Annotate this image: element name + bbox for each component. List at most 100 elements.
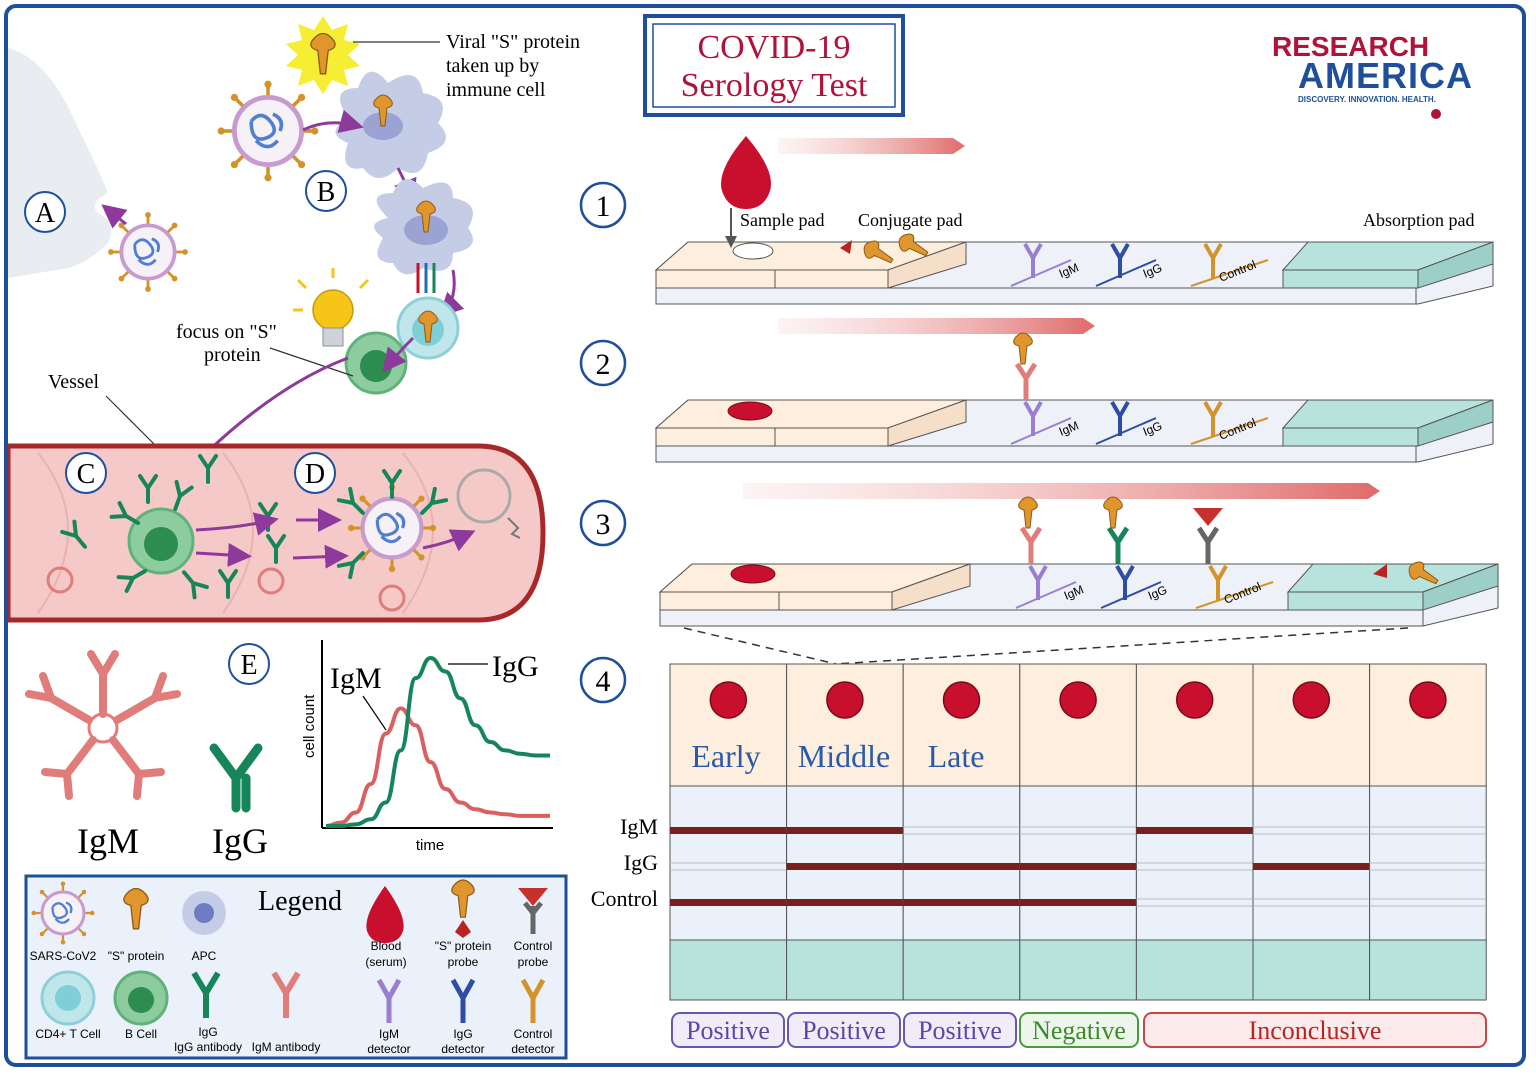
letter-d: D bbox=[294, 452, 336, 494]
result-blood-spot bbox=[1409, 681, 1447, 719]
poster-frame: COVID-19 Serology Test RESEARCH AMERICA … bbox=[4, 4, 1526, 1067]
result-header-cell bbox=[786, 663, 904, 787]
svg-text:Inconclusive: Inconclusive bbox=[1249, 1016, 1382, 1045]
viral-s-label-1: Viral "S" protein bbox=[446, 31, 580, 53]
result-line-control bbox=[903, 899, 1020, 906]
legend-igm-icon bbox=[271, 971, 301, 1018]
viral-s-label-3: immune cell bbox=[446, 79, 546, 101]
igm-series-line bbox=[325, 706, 550, 828]
result-absorption-cell bbox=[1252, 939, 1371, 1001]
results-grid bbox=[669, 663, 1487, 1001]
verdict-positive-3: Positive bbox=[903, 1012, 1017, 1048]
result-absorption-cell bbox=[786, 939, 904, 1001]
svg-text:D: D bbox=[305, 459, 325, 490]
result-blood-spot bbox=[709, 681, 748, 719]
apc-cell bbox=[335, 71, 446, 178]
blood-drop-icon bbox=[721, 136, 771, 209]
svg-text:3: 3 bbox=[596, 508, 611, 541]
verdict-negative: Negative bbox=[1019, 1012, 1139, 1048]
legend-control-detector-icon bbox=[520, 978, 546, 1023]
test-strip-3 bbox=[658, 496, 1499, 627]
chart-xlabel: time bbox=[416, 837, 444, 854]
legend-blood-icon bbox=[366, 886, 404, 943]
result-line-control bbox=[670, 899, 787, 906]
svg-text:Positive: Positive bbox=[918, 1016, 1002, 1045]
legend-control-probe-icon bbox=[518, 888, 548, 934]
legend-s-probe-2: probe bbox=[448, 955, 479, 969]
focus-label-2: protein bbox=[204, 344, 261, 366]
row-label-igm: IgM bbox=[620, 814, 658, 839]
legend-igg-detector-1: IgG bbox=[453, 1027, 472, 1041]
strip1-igg-label: IgG bbox=[1141, 261, 1164, 281]
legend-b-cell-icon bbox=[113, 970, 169, 1026]
apc-cell-2 bbox=[374, 179, 473, 293]
legend-blood-1: Blood bbox=[371, 939, 402, 953]
svg-text:Negative: Negative bbox=[1032, 1016, 1126, 1045]
result-line-igm bbox=[786, 827, 904, 834]
row-label-control: Control bbox=[591, 886, 658, 911]
chart-igm-label: IgM bbox=[330, 662, 382, 695]
legend-igm: IgM antibody bbox=[252, 1040, 321, 1054]
stage-early: Early bbox=[691, 738, 760, 774]
result-absorption-cell bbox=[902, 939, 1021, 1001]
vessel-label: Vessel bbox=[48, 371, 100, 393]
strip2-igm-label: IgM bbox=[1057, 418, 1081, 438]
verdict-positive-1: Positive bbox=[671, 1012, 785, 1048]
result-line-igg bbox=[786, 863, 904, 870]
result-blood-spot bbox=[1059, 681, 1097, 719]
verdict-inconclusive: Inconclusive bbox=[1143, 1012, 1487, 1048]
legend-apc-icon bbox=[182, 891, 226, 935]
conjugate-pad-label: Conjugate pad bbox=[858, 210, 962, 230]
title-line-2: Serology Test bbox=[681, 67, 868, 104]
strip2-igg-label: IgG bbox=[1141, 419, 1164, 439]
step-3-badge: 3 bbox=[579, 499, 627, 547]
svg-text:Positive: Positive bbox=[802, 1016, 886, 1045]
svg-text:4: 4 bbox=[596, 665, 611, 698]
legend-control-probe-1: Control bbox=[514, 939, 553, 953]
svg-text:B: B bbox=[317, 177, 336, 208]
result-absorption-cell bbox=[1019, 939, 1137, 1001]
result-absorption-cell bbox=[1369, 939, 1487, 1001]
title-box bbox=[643, 14, 905, 117]
virus-icon bbox=[218, 81, 319, 182]
absorption-pad-label: Absorption pad bbox=[1363, 210, 1475, 230]
lightbulb-icon bbox=[293, 268, 370, 347]
letter-a: A bbox=[24, 191, 66, 233]
chart-igg-label: IgG bbox=[492, 650, 539, 683]
letter-b: B bbox=[305, 170, 347, 212]
result-line-igm bbox=[1136, 827, 1253, 834]
b-cell bbox=[344, 331, 408, 395]
legend-igm-detector-1: IgM bbox=[379, 1027, 399, 1041]
result-blood-spot bbox=[1292, 681, 1331, 719]
svg-text:Positive: Positive bbox=[686, 1016, 770, 1045]
legend-igg-icon bbox=[191, 971, 221, 1018]
legend-igg-detector-icon bbox=[450, 978, 476, 1023]
result-blood-spot bbox=[942, 681, 981, 719]
focus-label-1: focus on "S" bbox=[176, 321, 277, 343]
plasma-b-cell bbox=[127, 507, 195, 575]
igg-shape-label: IgG bbox=[212, 821, 268, 861]
step-4-badge: 4 bbox=[579, 656, 627, 704]
face-silhouette bbox=[8, 48, 112, 278]
legend-t-cell-icon bbox=[40, 970, 96, 1026]
legend-s-protein: "S" protein bbox=[108, 949, 165, 963]
legend-control-probe-2: probe bbox=[518, 955, 549, 969]
igm-pentamer-icon bbox=[25, 650, 181, 800]
flow-arrow-3 bbox=[743, 483, 1380, 499]
stage-middle: Middle bbox=[798, 738, 890, 774]
sun-burst bbox=[286, 16, 360, 94]
flow-arrow-2 bbox=[778, 318, 1095, 334]
result-line-control bbox=[786, 899, 904, 906]
svg-text:DISCOVERY. INNOVATION. HEALTH.: DISCOVERY. INNOVATION. HEALTH. bbox=[1298, 95, 1436, 104]
verdict-positive-2: Positive bbox=[787, 1012, 901, 1048]
legend-control-detector-2: detector bbox=[511, 1042, 554, 1056]
legend-igm-detector-icon bbox=[376, 978, 402, 1023]
legend-sars: SARS-CoV2 bbox=[30, 949, 97, 963]
legend-virus-icon bbox=[30, 880, 96, 946]
legend-blood-2: (serum) bbox=[365, 955, 406, 969]
response-chart: IgM IgG cell count time bbox=[301, 640, 553, 854]
igg-series-line bbox=[326, 655, 550, 828]
strip3-igg-label: IgG bbox=[1146, 583, 1169, 603]
legend-apc: APC bbox=[192, 949, 217, 963]
result-line-igm bbox=[670, 827, 787, 834]
